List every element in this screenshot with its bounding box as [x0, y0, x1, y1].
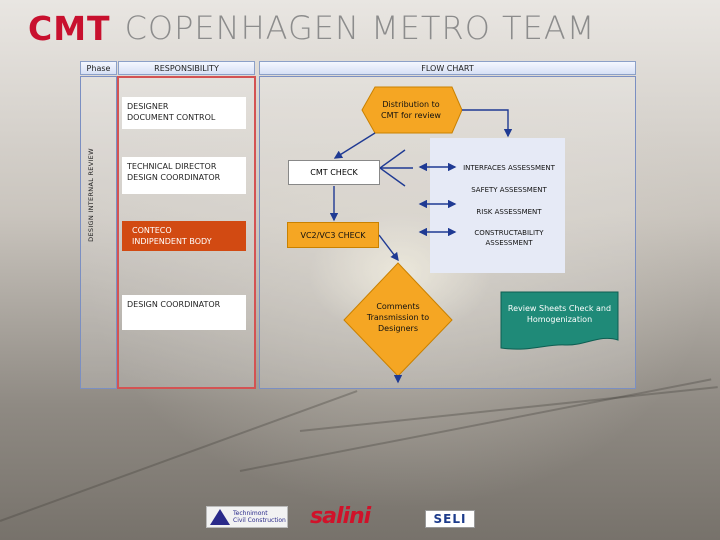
column-header-flow-chart: FLOW CHART: [259, 61, 636, 75]
technimont-mark-icon: [210, 509, 230, 525]
review-line: Homogenization: [526, 315, 593, 324]
column-header-responsibility: RESPONSIBILITY: [118, 61, 255, 75]
responsibility-conteco: CONTECO INDIPENDENT BODY: [122, 221, 246, 251]
responsibility-designer: DESIGNER DOCUMENT CONTROL: [122, 97, 246, 129]
responsibility-line: DESIGNER: [127, 102, 169, 111]
review-line: Review Sheets Check and: [507, 304, 612, 313]
salini-logo: salini: [310, 504, 371, 529]
interfaces-assessment: INTERFACES ASSESSMENT: [463, 164, 555, 172]
responsibility-design-coordinator: DESIGN COORDINATOR: [122, 295, 246, 330]
seli-logo: SELI: [425, 510, 475, 528]
responsibility-line: DESIGN COORDINATOR: [127, 173, 221, 182]
brand-logo-cmt: CMT: [28, 8, 111, 48]
distribution-label: Distribution to CMT for review: [366, 99, 456, 121]
phase-lane: [80, 76, 117, 389]
cmt-check-box: CMT CHECK: [288, 160, 380, 185]
responsibility-line: TECHNICAL DIRECTOR: [127, 162, 217, 171]
responsibility-line: DOCUMENT CONTROL: [127, 113, 216, 122]
constructability-line: CONSTRUCTABILITY: [474, 229, 544, 237]
distribution-shape: [361, 86, 463, 134]
safety-assessment: SAFETY ASSESSMENT: [471, 186, 547, 194]
vc-check-box: VC2/VC3 CHECK: [287, 222, 379, 248]
review-sheet-shape: [500, 291, 619, 350]
brand-header: CMT COPENHAGEN METRO TEAM: [28, 8, 708, 48]
comments-line: Designers: [378, 324, 418, 333]
technimont-line: Civil Construction: [233, 517, 286, 524]
comments-line: Transmission to: [366, 313, 430, 322]
constructability-line: ASSESSMENT: [485, 239, 533, 247]
comments-label: Comments Transmission to Designers: [356, 301, 440, 334]
technimont-logo: Technimont Civil Construction: [206, 506, 288, 528]
column-header-phase: Phase: [80, 61, 117, 75]
brand-title: COPENHAGEN METRO TEAM: [124, 9, 596, 47]
comments-line: Comments: [376, 302, 420, 311]
risk-assessment: RISK ASSESSMENT: [476, 208, 542, 216]
distribution-line: CMT for review: [381, 111, 441, 120]
technimont-line: Technimont: [233, 510, 268, 517]
technimont-text: Technimont Civil Construction: [233, 510, 286, 524]
responsibility-line: INDIPENDENT BODY: [132, 237, 212, 246]
constructability-assessment: CONSTRUCTABILITY ASSESSMENT: [455, 228, 563, 248]
responsibility-line: DESIGN COORDINATOR: [127, 300, 221, 309]
responsibility-line: CONTECO: [132, 226, 172, 235]
responsibility-technical-director: TECHNICAL DIRECTOR DESIGN COORDINATOR: [122, 157, 246, 194]
distribution-line: Distribution to: [382, 100, 440, 109]
review-sheets-label: Review Sheets Check and Homogenization: [501, 292, 618, 344]
